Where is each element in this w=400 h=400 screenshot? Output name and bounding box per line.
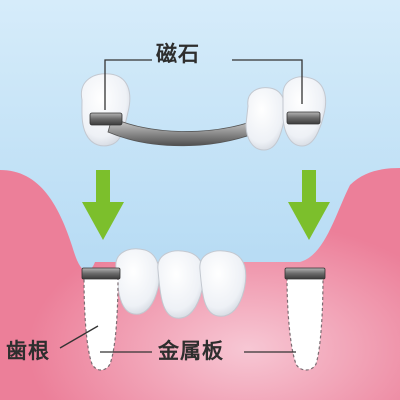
upper-right-teeth (245, 76, 327, 151)
upper-left-magnet (89, 112, 123, 126)
upper-right-magnet (286, 111, 321, 125)
bottom-leader-lines (59, 325, 296, 353)
metal-plate-right (284, 267, 326, 280)
tooth-root-label: 歯根 (6, 339, 50, 363)
magnet-leader-lines (104, 59, 303, 110)
arrow-down-icon-left (82, 170, 124, 240)
arrow-down-icon-right (288, 170, 330, 240)
tooth-root-right (284, 267, 326, 371)
magnet-label: 磁石 (156, 42, 200, 66)
metal-plate-left (81, 267, 121, 280)
denture-teeth (115, 248, 247, 319)
tooth-root-left (81, 267, 121, 371)
metal-plate-label: 金属板 (158, 339, 224, 363)
